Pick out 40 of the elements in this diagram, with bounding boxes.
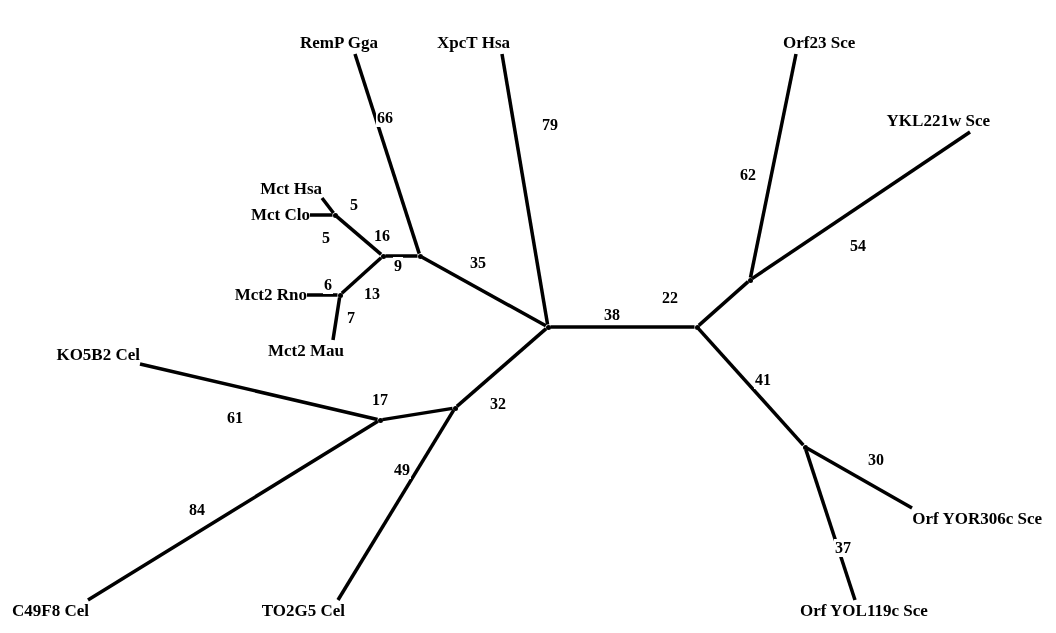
branch-line: [804, 448, 857, 601]
branch-line: [697, 327, 805, 447]
branch-line: [320, 196, 335, 215]
branch-line: [421, 255, 547, 328]
taxon-label: TO2G5 Cel: [261, 600, 345, 622]
taxon-label: Orf YOR306c Sce: [912, 508, 1042, 530]
taxon-label: Mct2 Mau: [268, 340, 344, 362]
taxon-label: Orf YOL119c Sce: [800, 600, 928, 622]
taxon-label: XpcT Hsa: [437, 32, 510, 54]
taxon-label: YKL221w Sce: [886, 110, 990, 132]
branch-line: [307, 293, 338, 297]
branch-length-label: 49: [393, 461, 411, 479]
branch-line: [385, 254, 418, 258]
branch-line: [455, 327, 548, 408]
taxon-label: Orf23 Sce: [783, 32, 856, 54]
branch-length-label: 6: [323, 276, 333, 294]
branch-line: [806, 446, 913, 510]
branch-line: [748, 53, 798, 278]
branch-length-label: 66: [376, 109, 394, 127]
branch-line: [335, 215, 383, 256]
taxon-label: RemP Gga: [300, 32, 378, 54]
taxon-label: Mct Clo: [251, 204, 310, 226]
branch-length-label: 41: [754, 371, 772, 389]
branch-line: [353, 53, 421, 255]
taxon-label: KO5B2 Cel: [56, 344, 140, 366]
branch-line: [751, 130, 971, 281]
branch-line: [310, 213, 333, 217]
branch-line: [550, 325, 695, 329]
branch-line: [697, 280, 750, 327]
taxon-label: Mct Hsa: [260, 178, 322, 200]
branch-line: [500, 53, 550, 325]
branch-line: [331, 297, 342, 341]
branch-line: [340, 256, 383, 295]
branch-line: [139, 362, 378, 422]
taxon-label: C49F8 Cel: [12, 600, 89, 622]
branch-length-label: 37: [834, 539, 852, 557]
branch-line: [382, 406, 453, 422]
branch-line: [336, 409, 456, 601]
taxon-label: Mct2 Rno: [234, 284, 307, 306]
branch-line: [87, 419, 379, 602]
